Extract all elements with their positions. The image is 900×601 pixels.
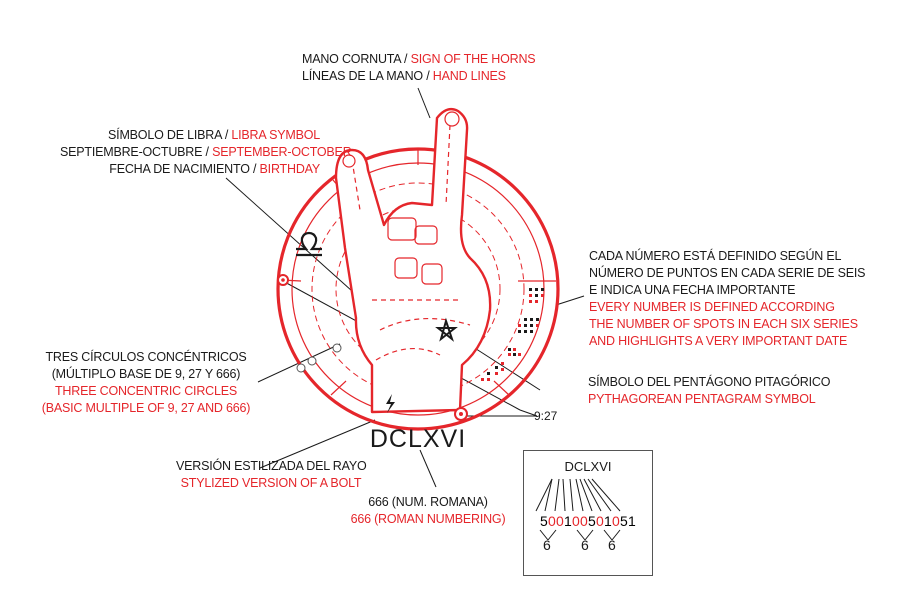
time-label: 9:27 [534,409,558,423]
sum-2: 6 [581,537,589,553]
dice-dots-icon [481,288,544,381]
breakdown-digit: 0 [556,513,564,529]
roman-breakdown-box: DCLXVI 500100501051 6 6 6 [523,450,653,576]
hand-lines [342,111,471,361]
numbers-en-1: EVERY NUMBER IS DEFINED ACCORDING [589,300,835,314]
numbers-es-3: E INDICA UNA FECHA IMPORTANTE [589,283,796,297]
ring-markers [296,343,342,373]
circles-es-1: TRES CÍRCULOS CONCÉNTRICOS [45,350,247,364]
roman-es: 666 (NUM. ROMANA) [368,495,488,509]
breakdown-digit: 5 [588,513,596,529]
libra-icon [296,231,322,257]
breakdown-digit: 0 [548,513,556,529]
bolt-es: VERSIÓN ESTILIZADA DEL RAYO [176,459,367,473]
breakdown-numeral: DCLXVI [564,459,612,474]
libra-label: SÍMBOLO DE LIBRA / LIBRA SYMBOL SEPTIEMB… [60,127,352,178]
circles-en-2: (BASIC MULTIPLE OF 9, 27 AND 666) [41,401,251,415]
circles-en-1: THREE CONCENTRIC CIRCLES [54,384,238,398]
horns-hand-icon [334,107,492,414]
breakdown-digit: 1 [564,513,572,529]
libra-en: LIBRA SYMBOL [231,128,320,142]
breakdown-branches [535,478,621,541]
numbers-es-2: NÚMERO DE PUNTOS EN CADA SERIE DE SEIS [589,266,866,280]
emblem-numeral: DCLXVI [369,425,467,453]
pentagram-icon [435,317,458,342]
bolt-label: VERSIÓN ESTILIZADA DEL RAYO STYLIZED VER… [176,458,367,492]
breakdown-digit: 0 [612,513,620,529]
horns-label: MANO CORNUTA / SIGN OF THE HORNS LÍNEAS … [302,51,536,85]
pentagon-es: SÍMBOLO DEL PENTÁGONO PITAGÓRICO [588,375,831,389]
month-es: SEPTIEMBRE-OCTUBRE / [60,145,213,159]
breakdown-digit: 0 [572,513,580,529]
numbers-en-3: AND HIGHLIGHTS A VERY IMPORTANT DATE [589,334,848,348]
bolt-en: STYLIZED VERSION OF A BOLT [180,476,362,490]
breakdown-digit: 5 [540,513,548,529]
sum-1: 6 [543,537,551,553]
horns-en: SIGN OF THE HORNS [410,52,536,66]
hand-lines-es: LÍNEAS DE LA MANO / [302,69,433,83]
libra-es: SÍMBOLO DE LIBRA / [108,128,232,142]
birthday-en: BIRTHDAY [259,162,321,176]
numbers-label: CADA NÚMERO ESTÁ DEFINIDO SEGÚN EL NÚMER… [589,248,865,350]
month-en: SEPTEMBER-OCTOBER [212,145,352,159]
pentagon-en: PYTHAGOREAN PENTAGRAM SYMBOL [588,392,816,406]
bolt-icon [386,394,395,413]
breakdown-digit: 5 [620,513,628,529]
breakdown-digit: 1 [628,513,636,529]
breakdown-digit: 0 [580,513,588,529]
birthday-es: FECHA DE NACIMIENTO / [109,162,260,176]
numbers-es-1: CADA NÚMERO ESTÁ DEFINIDO SEGÚN EL [589,249,842,263]
breakdown-digit: 0 [596,513,604,529]
circles-es-2: (MÚLTIPLO BASE DE 9, 27 Y 666) [51,367,241,381]
roman-label: 666 (NUM. ROMANA) 666 (ROMAN NUMBERING) [348,494,508,528]
numbers-en-2: THE NUMBER OF SPOTS IN EACH SIX SERIES [589,317,858,331]
pentagon-label: SÍMBOLO DEL PENTÁGONO PITAGÓRICO PYTHAGO… [588,374,830,408]
breakdown-digit: 1 [604,513,612,529]
circles-label: TRES CÍRCULOS CONCÉNTRICOS (MÚLTIPLO BAS… [40,349,252,417]
breakdown-digits: 500100501051 [524,513,652,529]
horns-es: MANO CORNUTA / [302,52,411,66]
roman-en: 666 (ROMAN NUMBERING) [350,512,506,526]
sum-3: 6 [608,537,616,553]
hand-lines-en: HAND LINES [432,69,506,83]
